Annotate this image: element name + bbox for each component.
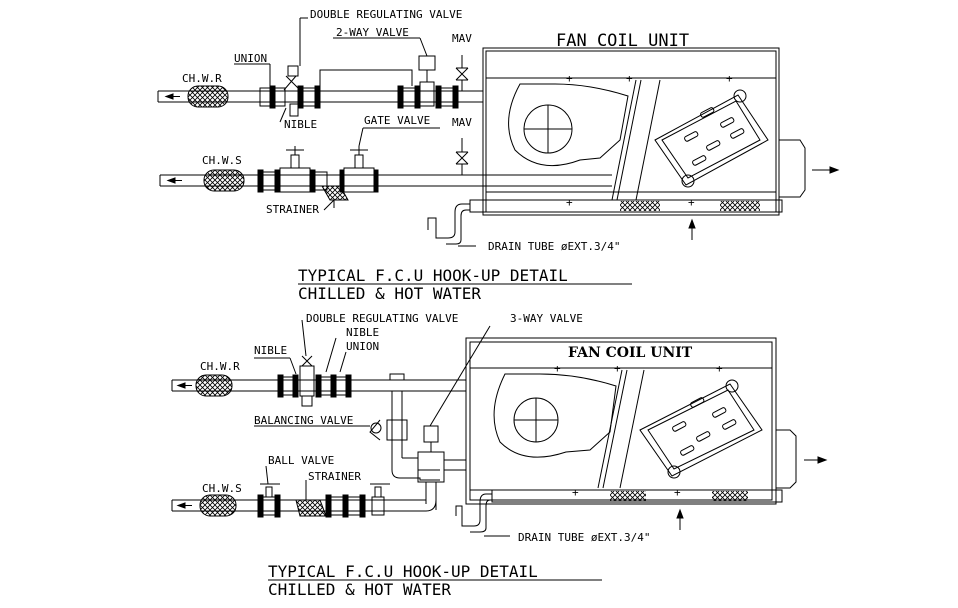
supply-pipe-2 bbox=[171, 482, 437, 518]
title-block-2: TYPICAL F.C.U HOOK-UP DETAIL CHILLED & H… bbox=[268, 562, 602, 599]
svg-text:+: + bbox=[674, 486, 681, 499]
return-pipe-1 bbox=[157, 55, 483, 117]
fcu-title-1: FAN COIL UNIT bbox=[556, 31, 689, 51]
label-mav-bottom: MAV bbox=[452, 116, 472, 129]
fan-coil-unit-1: + + + + + FAN COIL UNIT bbox=[469, 31, 840, 240]
label-chwr-2: CH.W.R bbox=[200, 360, 240, 373]
label-chws-1: CH.W.S bbox=[202, 154, 242, 167]
label-chws-2: CH.W.S bbox=[202, 482, 242, 495]
label-ball-valve: BALL VALVE bbox=[268, 454, 334, 467]
title-1-line-2: CHILLED & HOT WATER bbox=[298, 284, 481, 303]
label-union-1: UNION bbox=[234, 52, 267, 65]
svg-text:+: + bbox=[566, 72, 573, 85]
label-chwr-1: CH.W.R bbox=[182, 72, 222, 85]
title-1-line-1: TYPICAL F.C.U HOOK-UP DETAIL bbox=[298, 266, 568, 285]
title-block-1: TYPICAL F.C.U HOOK-UP DETAIL CHILLED & H… bbox=[298, 266, 632, 303]
svg-text:+: + bbox=[726, 72, 733, 85]
leaders-1 bbox=[234, 17, 476, 247]
svg-text:+: + bbox=[554, 362, 561, 375]
label-double-regulating-valve-1: DOUBLE REGULATING VALVE bbox=[310, 8, 462, 21]
fan-coil-unit-2: + + + + + FAN COIL UNIT bbox=[465, 337, 828, 530]
label-strainer-2: STRAINER bbox=[308, 470, 361, 483]
detail-1: + + + + + FAN COIL UNIT bbox=[157, 8, 840, 303]
svg-text:+: + bbox=[566, 196, 573, 209]
svg-text:+: + bbox=[614, 362, 621, 375]
label-balancing-valve: BALANCING VALVE bbox=[254, 414, 353, 427]
fcu-title-2: FAN COIL UNIT bbox=[568, 345, 693, 361]
svg-text:+: + bbox=[626, 72, 633, 85]
label-drain-tube-1: DRAIN TUBE øEXT.3/4" bbox=[488, 240, 620, 253]
label-two-way-valve: 2-WAY VALVE bbox=[336, 26, 409, 39]
label-union-2: UNION bbox=[346, 340, 379, 353]
title-2-line-1: TYPICAL F.C.U HOOK-UP DETAIL bbox=[268, 562, 538, 581]
label-nible-2-left: NIBLE bbox=[254, 344, 287, 357]
drain-1 bbox=[427, 203, 470, 245]
label-gate-valve: GATE VALVE bbox=[364, 114, 430, 127]
label-double-regulating-valve-2: DOUBLE REGULATING VALVE bbox=[306, 312, 458, 325]
svg-text:+: + bbox=[688, 196, 695, 209]
svg-text:+: + bbox=[716, 362, 723, 375]
supply-pipe-1 bbox=[159, 138, 612, 208]
leaders-2 bbox=[254, 319, 510, 537]
label-strainer-1: STRAINER bbox=[266, 203, 319, 216]
title-2-line-2: CHILLED & HOT WATER bbox=[268, 580, 451, 599]
drain-2 bbox=[455, 493, 492, 533]
label-mav-top: MAV bbox=[452, 32, 472, 45]
label-nible-2-top: NIBLE bbox=[346, 326, 379, 339]
svg-text:+: + bbox=[572, 486, 579, 499]
label-nible-1: NIBLE bbox=[284, 118, 317, 131]
return-pipe-2 bbox=[171, 355, 466, 510]
label-drain-tube-2: DRAIN TUBE øEXT.3/4" bbox=[518, 531, 650, 544]
label-three-way-valve: 3-WAY VALVE bbox=[510, 312, 583, 325]
detail-2: + + + + + FAN COIL UNIT bbox=[171, 312, 828, 599]
